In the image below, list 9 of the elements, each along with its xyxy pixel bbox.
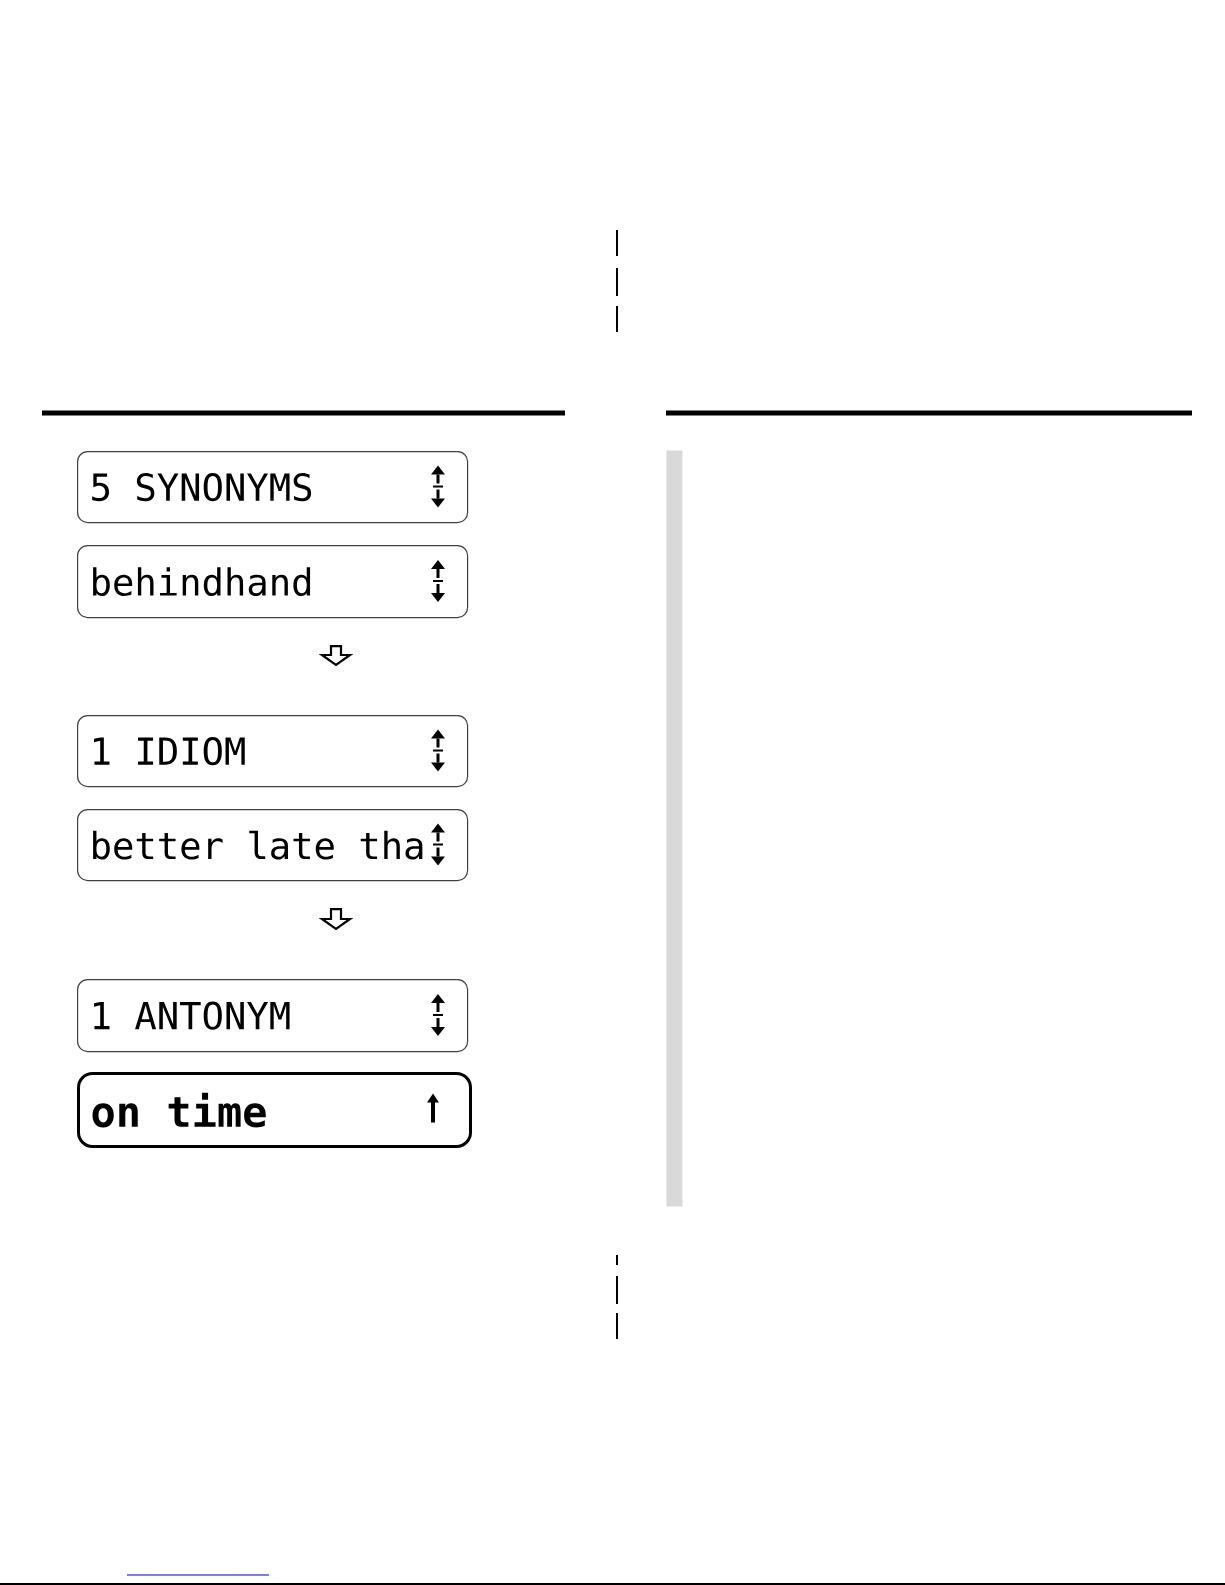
lcd-display: 5 SYNONYMS [77,451,469,524]
lcd-display: 1 IDIOM [77,715,469,788]
lcd-display: on time [77,1072,472,1148]
margin-bar [666,450,683,1207]
lcd-display: better late tha [77,809,469,882]
lcd-display: behindhand [77,545,469,619]
block-arrow [318,908,354,931]
lcd-display: 1 ANTONYM [77,979,469,1053]
block-arrow [318,645,354,667]
